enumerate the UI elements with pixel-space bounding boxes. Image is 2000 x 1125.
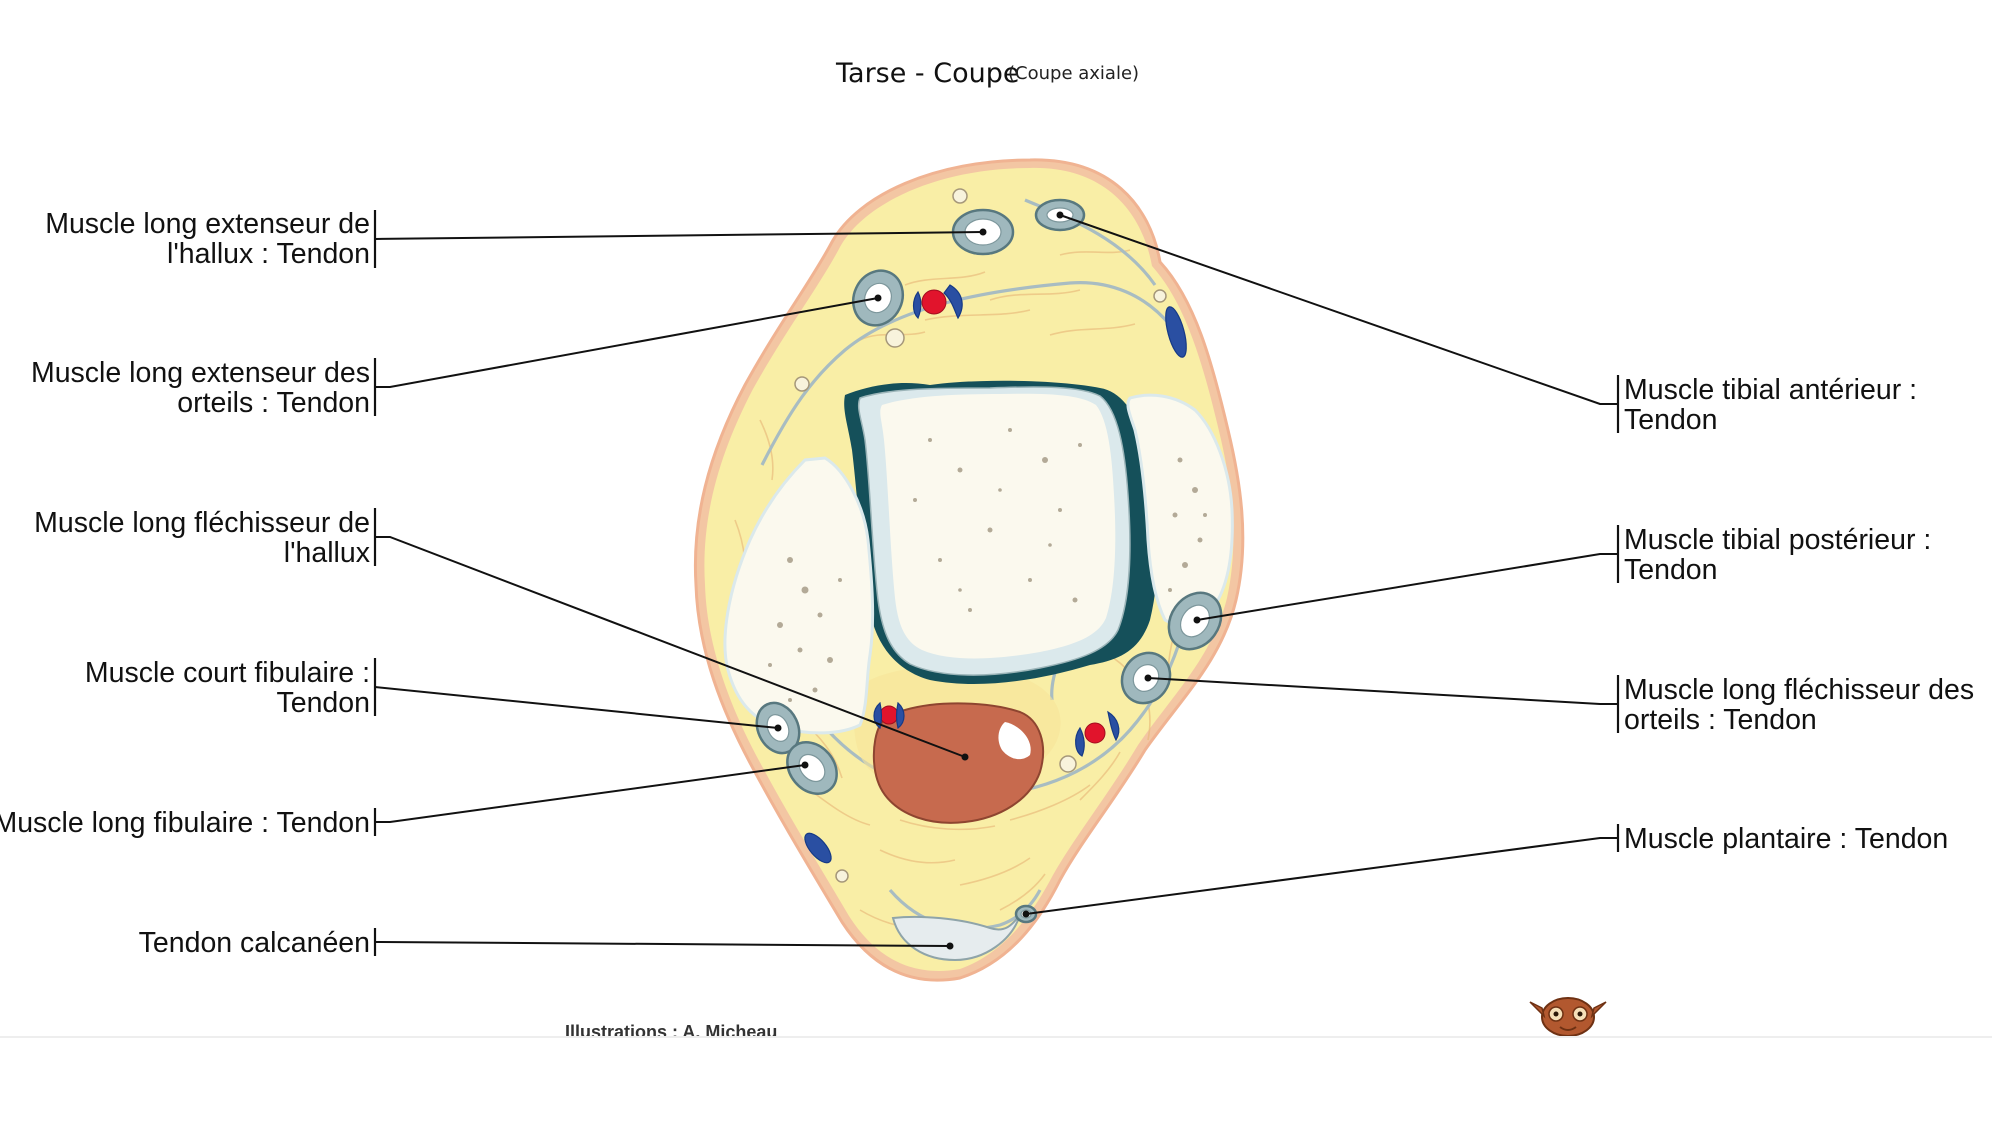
label-ext-hallux-line2: l'hallux : Tendon: [167, 238, 370, 270]
label-long-fib: Muscle long fibulaire : Tendon: [0, 807, 370, 839]
label-tib-post-line2: Tendon: [1624, 554, 1718, 586]
vessels: [804, 284, 1187, 864]
bone-texture: [768, 428, 1207, 702]
label-flech-hallux-line2: l'hallux: [284, 537, 370, 569]
label-court-fib-line2: Tendon: [276, 687, 370, 719]
lateral-malleolus: [723, 456, 875, 735]
diagram-subtitle: (Coupe axiale): [1008, 63, 1139, 84]
label-flech-orteils-line2: orteils : Tendon: [1624, 704, 1817, 736]
label-ext-orteils-line1: Muscle long extenseur des: [31, 357, 370, 389]
labels-left: Muscle long extenseur de l'hallux : Tend…: [0, 208, 370, 959]
label-calcaneen: Tendon calcanéen: [139, 927, 370, 959]
label-flech-hallux-line1: Muscle long fléchisseur de: [34, 507, 370, 539]
talus-bone: [880, 393, 1116, 659]
labels-right: Muscle tibial antérieur : Tendon Muscle …: [1624, 374, 1974, 855]
label-ext-orteils-line2: orteils : Tendon: [177, 387, 370, 419]
mascot-logo: [1529, 997, 1607, 1037]
cross-section: [693, 158, 1245, 982]
leader-lines: [373, 210, 1620, 956]
label-tib-ant-line1: Muscle tibial antérieur :: [1624, 374, 1917, 406]
illustration-credit: Illustrations : A. Micheau: [565, 1022, 777, 1042]
label-flech-orteils-line1: Muscle long fléchisseur des: [1624, 674, 1974, 706]
label-court-fib-line1: Muscle court fibulaire :: [85, 657, 370, 689]
diagram-title: Tarse - Coupe: [835, 58, 1020, 89]
label-ext-hallux-line1: Muscle long extenseur de: [45, 208, 370, 240]
label-tib-post-line1: Muscle tibial postérieur :: [1624, 524, 1931, 556]
label-tib-ant-line2: Tendon: [1624, 404, 1718, 436]
label-plantaire: Muscle plantaire : Tendon: [1624, 823, 1948, 855]
